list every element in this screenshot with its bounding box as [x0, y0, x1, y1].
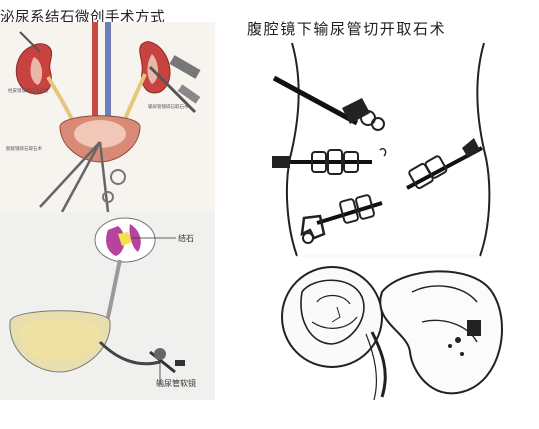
kidney-ureter-bladder-illustration	[0, 212, 215, 400]
panel-flexible-ureteroscope: 结石 输尿管软镜	[0, 212, 215, 400]
urinary-tract-illustration	[0, 22, 215, 214]
caption-cystoscopy: 膀胱镜碎石取石术	[6, 147, 42, 152]
abdomen-trocars-illustration	[262, 38, 514, 260]
caption-percutaneous: 经皮肾镜取石术示意	[8, 89, 49, 94]
panel-ureter-closeup	[262, 262, 514, 412]
label-ureteroscope: 输尿管软镜	[156, 379, 196, 388]
caption-ureteroscopy: 输尿管镜碎石取石术	[148, 105, 189, 110]
title-right: 腹腔镜下输尿管切开取石术	[247, 20, 447, 38]
panel-urinary-tract-instruments: 经皮肾镜取石术示意 输尿管镜碎石取石术 膀胱镜碎石取石术	[0, 22, 215, 214]
panel-laparoscopic-abdomen	[262, 38, 514, 260]
label-stone: 结石	[178, 234, 194, 243]
ureter-closeup-illustration	[262, 262, 514, 412]
